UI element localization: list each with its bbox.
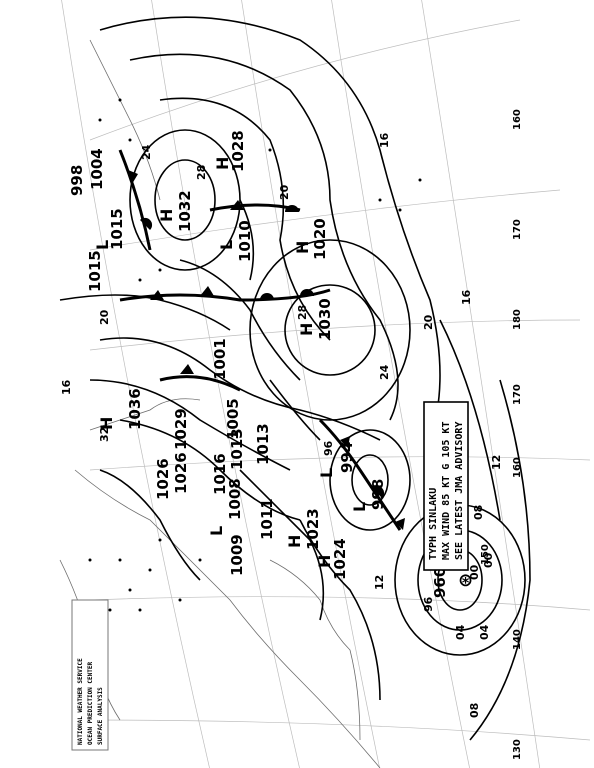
center-l-998b: 998 (369, 479, 387, 510)
svg-text:20: 20 (98, 309, 111, 325)
center-l-1008: 1008 (226, 478, 244, 520)
advisory-line-1: TYPH SINLAKU (428, 488, 439, 560)
svg-text:12: 12 (373, 575, 386, 590)
svg-text:96: 96 (322, 440, 335, 456)
svg-text:L: L (317, 468, 336, 478)
graticule (61, 0, 591, 768)
center-l-1010: 1010 (236, 220, 254, 262)
front-symbols (128, 170, 405, 530)
center-l-960: 960 (431, 567, 449, 598)
svg-text:16: 16 (378, 132, 391, 148)
svg-text:SURFACE ANALYSIS: SURFACE ANALYSIS (97, 687, 104, 745)
svg-text:H: H (97, 417, 116, 430)
svg-text:20: 20 (422, 314, 435, 330)
svg-text:H: H (157, 209, 176, 222)
center-h-1030: 1030 (316, 298, 334, 340)
center-h-1036: 1036 (126, 388, 144, 430)
longitude-labels: 130 140 150 160 170 180 170 160 (480, 109, 523, 760)
svg-text:H: H (297, 323, 316, 336)
svg-text:180: 180 (512, 309, 523, 330)
center-l-1009: 1009 (228, 534, 246, 576)
svg-text:160: 160 (512, 109, 523, 130)
svg-text:H: H (285, 535, 304, 548)
svg-text:H: H (213, 157, 232, 170)
center-h-1024: 1024 (331, 538, 349, 580)
center-l-1001: 1001 (211, 338, 229, 380)
svg-text:96: 96 (422, 596, 435, 612)
isobars (59, 16, 531, 741)
svg-text:L: L (93, 240, 112, 250)
svg-text:00: 00 (468, 564, 481, 580)
svg-text:28: 28 (195, 165, 208, 180)
center-l-994: 994 (338, 442, 356, 473)
fronts (118, 149, 405, 531)
svg-text:24: 24 (378, 364, 391, 380)
station-plots (88, 98, 422, 612)
center-l-1015a: 1015 (108, 208, 126, 250)
svg-text:130: 130 (512, 739, 523, 760)
svg-text:140: 140 (512, 629, 523, 650)
svg-text:04: 04 (454, 624, 467, 640)
svg-text:H: H (293, 241, 312, 254)
svg-text:08: 08 (472, 505, 485, 520)
svg-text:170: 170 (512, 384, 523, 405)
svg-text:28: 28 (296, 305, 309, 320)
svg-text:16: 16 (460, 289, 473, 305)
svg-text:L: L (350, 502, 369, 512)
center-h-1028: 1028 (229, 130, 247, 172)
center-l-1013a: 1013 (228, 428, 246, 470)
center-l-1011: 1011 (258, 498, 276, 540)
center-l-1026b: 1026 (172, 452, 190, 494)
svg-text:L: L (217, 240, 236, 250)
center-h-1020: 1020 (311, 218, 329, 260)
svg-text:150: 150 (480, 544, 491, 565)
svg-text:OCEAN PREDICTION CENTER: OCEAN PREDICTION CENTER (87, 662, 94, 745)
svg-text:170: 170 (512, 219, 523, 240)
center-l-1013b: 1013 (254, 423, 272, 465)
advisory-line-2: MAX WIND 85 KT G 105 KT (441, 422, 452, 560)
svg-text:160: 160 (512, 457, 523, 478)
center-l-1015b: 1015 (86, 250, 104, 292)
title-block: NATIONAL WEATHER SERVICE OCEAN PREDICTIO… (71, 599, 109, 751)
center-l-1004: 1004 (88, 148, 106, 190)
center-l-1026a: 1026 (154, 458, 172, 500)
typhoon-advisory-box: TYPH SINLAKU MAX WIND 85 KT G 105 KT SEE… (423, 401, 469, 571)
center-l-998a: 998 (68, 165, 86, 196)
svg-text:⊛: ⊛ (458, 570, 473, 591)
svg-text:16: 16 (60, 379, 73, 395)
svg-text:12: 12 (490, 455, 503, 470)
svg-text:32: 32 (98, 427, 111, 442)
svg-text:00: 00 (482, 552, 495, 568)
svg-text:20: 20 (278, 184, 291, 200)
svg-text:24: 24 (140, 144, 153, 160)
center-h-1023: 1023 (304, 508, 322, 550)
center-l-1029: 1029 (172, 408, 190, 450)
center-h-1032: 1032 (176, 190, 194, 232)
svg-text:08: 08 (468, 703, 481, 718)
svg-text:L: L (207, 526, 226, 536)
center-l-1005: 1005 (224, 398, 242, 440)
center-l-1016: 1016 (211, 453, 229, 495)
svg-text:NATIONAL WEATHER SERVICE: NATIONAL WEATHER SERVICE (77, 658, 84, 745)
svg-text:H: H (315, 555, 334, 568)
advisory-line-3: SEE LATEST JMA ADVISORY (454, 422, 465, 560)
hl-markers: H H H H H H H L L L L L ⊛ (93, 157, 473, 591)
svg-text:04: 04 (478, 624, 491, 640)
pressure-center-labels: 1036 1032 1028 1030 1020 1023 1024 1010 … (68, 130, 449, 598)
isobar-labels: 16 20 24 28 32 12 08 04 00 96 20 16 24 2… (60, 132, 503, 718)
